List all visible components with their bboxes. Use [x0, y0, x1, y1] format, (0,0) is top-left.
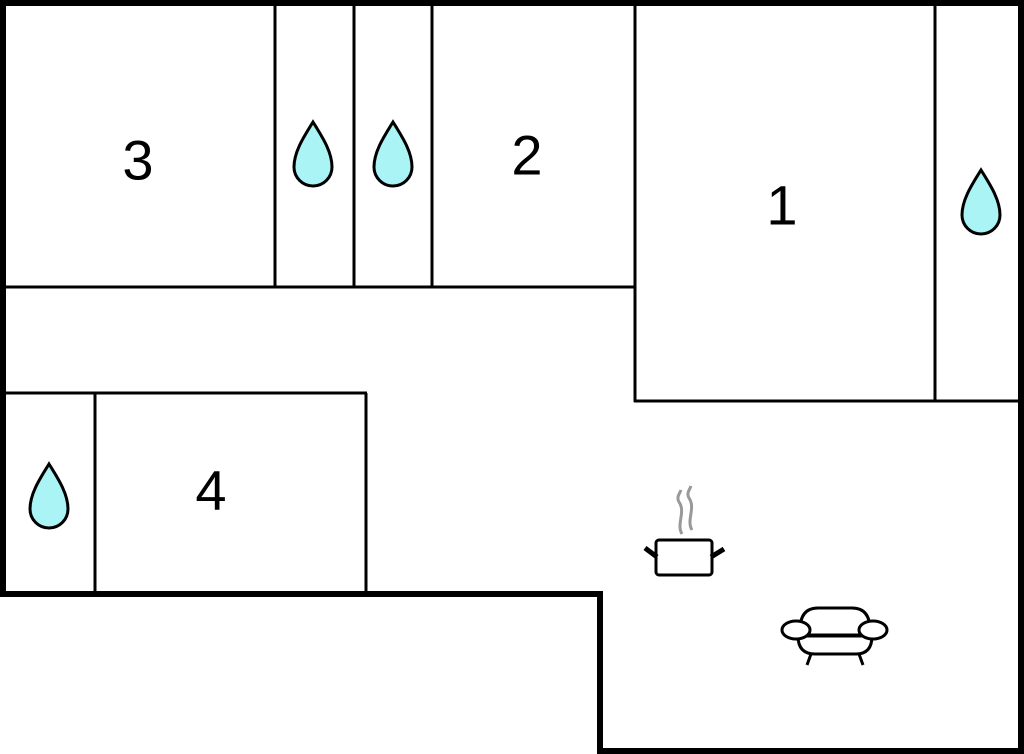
water-drop-icon [960, 168, 1002, 236]
room-label-3: 3 [122, 129, 153, 192]
water-drop-icon [292, 120, 334, 188]
water-drop-icon [28, 462, 70, 530]
room-label-4: 4 [195, 459, 226, 522]
cooking-pot-icon [643, 485, 726, 577]
interior-walls [3, 3, 1021, 594]
room-label-1: 1 [766, 174, 797, 237]
sofa-icon [780, 606, 889, 666]
room-label-2: 2 [511, 124, 542, 187]
water-drop-icon [372, 120, 414, 188]
